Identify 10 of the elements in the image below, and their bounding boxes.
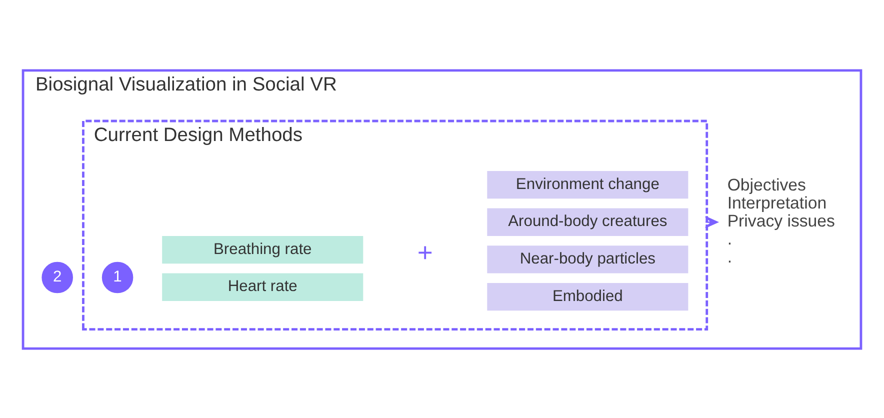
node-box: Near-body particles — [487, 245, 688, 273]
node-box: Embodied — [487, 282, 688, 310]
node-box: Around-body creatures — [487, 208, 688, 236]
node-circle: 1 — [102, 261, 134, 293]
node-box: Breathing rate — [162, 235, 364, 264]
node-box: Environment change — [487, 170, 688, 198]
node-circle: 2 — [42, 261, 73, 293]
node-text: Objectives Interpretation Privacy issues . . — [727, 174, 835, 266]
label: + — [417, 236, 433, 267]
node-box: Heart rate — [162, 272, 364, 300]
